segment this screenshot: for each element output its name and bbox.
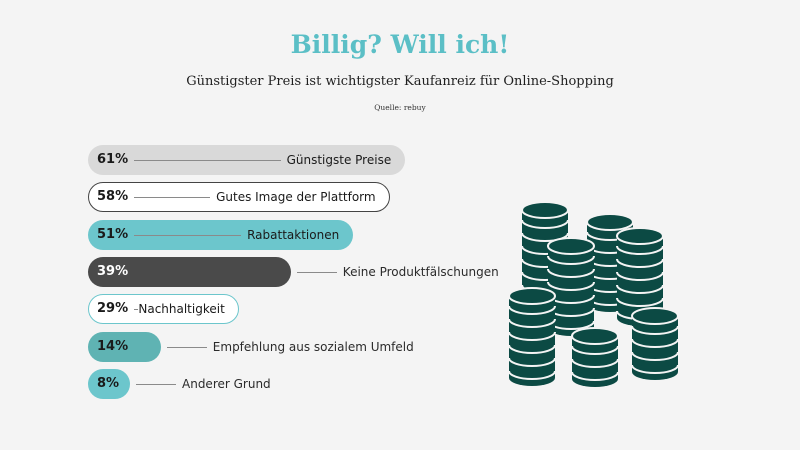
category-label: Nachhaltigkeit [138,302,225,317]
value-label: 8% [97,375,120,391]
leader-line [134,234,242,236]
bar-row: 8% Anderer Grund [88,368,508,399]
category-label: Gutes Image der Plattform [216,190,376,205]
leader-line [296,271,337,273]
chart-subtitle: Günstigster Preis ist wichtigster Kaufan… [186,74,614,89]
bar-row: 58% Gutes Image der Plattform [88,182,508,213]
value-label: 14% [97,338,129,354]
coin-stack [508,287,556,386]
category-label: Keine Produktfälschungen [342,264,499,279]
category-label: Rabattaktionen [247,227,340,242]
category-label: Empfehlung aus sozialem Umfeld [212,339,414,354]
leader-line [134,197,211,199]
bar-row: 51% Rabattaktionen [88,219,508,250]
bar-chart: 61% Günstigste Preise 58% Gutes Image der P… [88,145,508,405]
coin-stack [571,327,619,387]
value-label: 51% [97,226,129,242]
bar-row: 29% Nachhaltigkeit [88,294,508,325]
coin-stack [631,307,679,380]
bar-row: 61% Günstigste Preise [88,145,508,175]
bar [88,368,130,399]
bar-row: 39% Keine Produktfälschungen [88,256,508,287]
chart-title: Billig? Will ich! [290,30,510,59]
chart-source: Quelle: rebuy [374,103,426,112]
category-label: Anderer Grund [182,376,271,391]
category-label: Günstigste Preise [286,153,392,167]
bar [88,256,291,287]
coin-stacks-icon [508,201,679,387]
value-label: 39% [97,263,129,279]
value-label: 29% [97,301,129,317]
bar [88,331,161,362]
leader-line [134,160,281,161]
bar [88,294,239,325]
leader-line [134,309,138,311]
leader-line [136,383,176,385]
value-label: 58% [97,189,129,205]
coin-stack [547,237,595,336]
leader-line [166,346,207,348]
value-label: 61% [97,152,129,167]
bar-row: 14% Empfehlung aus sozialem Umfeld [88,331,508,362]
